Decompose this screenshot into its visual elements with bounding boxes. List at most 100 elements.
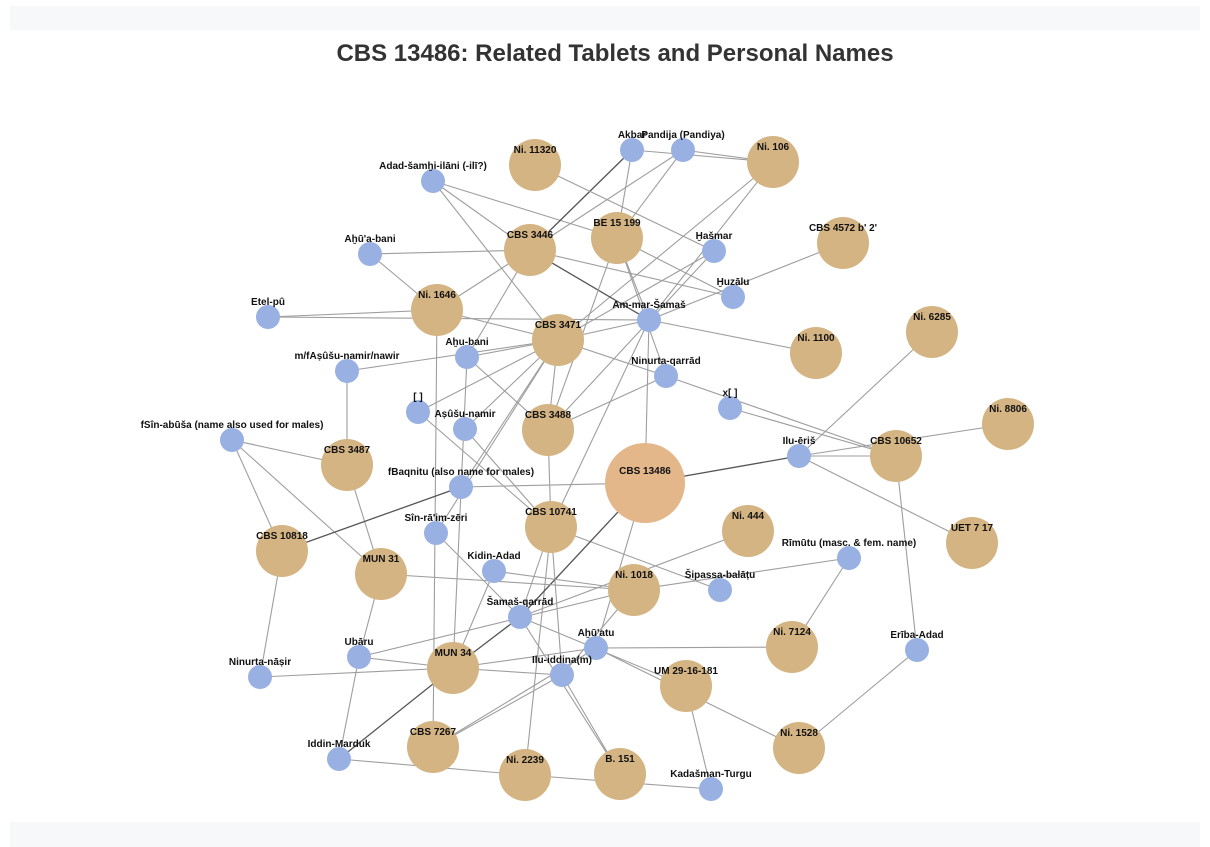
tablet-node-ni-8806[interactable] bbox=[982, 398, 1034, 450]
person-node-ilu-eris[interactable] bbox=[787, 444, 811, 468]
person-node-kadasman-turgu[interactable] bbox=[699, 777, 723, 801]
tablet-node-cbs-4572-b-2[interactable] bbox=[817, 217, 869, 269]
node-label-um-29-16-181: UM 29-16-181 bbox=[654, 666, 718, 677]
node-label-ilu-iddina-m: Ilu-iddina(m) bbox=[532, 655, 592, 666]
node-label-huzalu: Ḫuzālu bbox=[717, 277, 750, 288]
tablet-node-cbs-3471[interactable] bbox=[532, 314, 584, 366]
person-node-etel-pu[interactable] bbox=[256, 305, 280, 329]
node-label-rimutu-masc-fem-name: Rīmūtu (masc. & fem. name) bbox=[782, 538, 916, 549]
person-node-iddin-marduk[interactable] bbox=[327, 747, 351, 771]
tablet-node-cbs-3487[interactable] bbox=[321, 439, 373, 491]
bottom-bar bbox=[10, 822, 1200, 847]
edge-cbs-4572-b-2-to-am-mar-samas bbox=[648, 242, 844, 321]
person-node-ninurta-nasir[interactable] bbox=[248, 665, 272, 689]
person-node-x[interactable] bbox=[718, 396, 742, 420]
tablet-node-cbs-10818[interactable] bbox=[256, 525, 308, 577]
node-label-cbs-4572-b-2: CBS 4572 b' 2' bbox=[809, 223, 877, 234]
edge-cbs-3471-to- bbox=[417, 339, 559, 413]
person-node-huzalu[interactable] bbox=[721, 285, 745, 309]
person-node-m-fasusu-namir-nawir[interactable] bbox=[335, 359, 359, 383]
tablet-node-cbs-10652[interactable] bbox=[870, 430, 922, 482]
person-node-sin-ra-im-zeri[interactable] bbox=[424, 521, 448, 545]
node-label-samas-qarrad: Šamaš-qarrād bbox=[487, 595, 554, 608]
node-label-fsin-abusa-name-also-used-for-males: fSîn-abūša (name also used for males) bbox=[141, 420, 324, 431]
edge-fbaqnitu-also-name-for-males-to-cbs-10818 bbox=[281, 486, 462, 552]
node-label-ubaru: Ubāru bbox=[345, 637, 374, 648]
person-node-ilu-iddina-m[interactable] bbox=[550, 663, 574, 687]
node-label-hasmar: Ḫašmar bbox=[696, 231, 733, 242]
tablet-node-cbs-3446[interactable] bbox=[504, 224, 556, 276]
edge-ni-1018-to-ubaru bbox=[358, 589, 635, 658]
person-node-adad-samhi-ilani-ili[interactable] bbox=[421, 169, 445, 193]
person-node-ninurta-qarrad[interactable] bbox=[654, 364, 678, 388]
tablet-node-ni-11320[interactable] bbox=[509, 139, 561, 191]
person-node-ahu-atu[interactable] bbox=[584, 636, 608, 660]
tablet-node-ni-444[interactable] bbox=[722, 505, 774, 557]
person-node-sipassa-balatu[interactable] bbox=[708, 578, 732, 602]
person-node-ahu-a-bani[interactable] bbox=[358, 242, 382, 266]
person-node-samas-qarrad[interactable] bbox=[508, 605, 532, 629]
node-label-ninurta-qarrad: Ninurta-qarrād bbox=[631, 356, 700, 367]
tablet-node-cbs-10741[interactable] bbox=[525, 501, 577, 553]
tablet-node-b-151[interactable] bbox=[594, 748, 646, 800]
node-label-m-fasusu-namir-nawir: m/fAṣûšu-namir/nawir bbox=[294, 351, 399, 362]
person-node-asusu-namir[interactable] bbox=[453, 417, 477, 441]
node-label-eriba-adad: Erība-Adad bbox=[890, 630, 943, 641]
node-label-kidin-adad: Kidin-Adad bbox=[467, 551, 520, 562]
person-node-am-mar-samas[interactable] bbox=[637, 308, 661, 332]
person-node-akbar[interactable] bbox=[620, 138, 644, 162]
node-label-sipassa-balatu: Šipassa-balāṭu bbox=[685, 568, 756, 581]
node-label-asusu-namir: Aṣûšu-namir bbox=[434, 409, 495, 420]
tablet-node-cbs-7267[interactable] bbox=[407, 721, 459, 773]
node-label-ni-106: Ni. 106 bbox=[757, 142, 790, 153]
tablet-node-mun-31[interactable] bbox=[355, 548, 407, 600]
tablet-node-ni-1646[interactable] bbox=[411, 284, 463, 336]
tablet-node-ni-7124[interactable] bbox=[766, 621, 818, 673]
node-label-ni-444: Ni. 444 bbox=[732, 511, 765, 522]
center-tablet-node-cbs-13486[interactable] bbox=[605, 443, 685, 523]
node-label-cbs-7267: CBS 7267 bbox=[410, 727, 457, 738]
edge-ahu-atu-to-ni-7124 bbox=[595, 646, 793, 649]
tablet-node-uet-7-17[interactable] bbox=[946, 517, 998, 569]
person-node-ubaru[interactable] bbox=[347, 645, 371, 669]
node-layer bbox=[220, 136, 1034, 801]
edge-ubaru-to-iddin-marduk bbox=[338, 656, 360, 760]
edge-cbs-10741-to-sipassa-balatu bbox=[550, 526, 721, 591]
page-title: CBS 13486: Related Tablets and Personal … bbox=[336, 40, 894, 67]
tablet-node-ni-2239[interactable] bbox=[499, 749, 551, 801]
edge-rimutu-masc-fem-name-to-ni-1018 bbox=[633, 557, 850, 591]
tablet-node-ni-106[interactable] bbox=[747, 136, 799, 188]
tablet-node-ni-1018[interactable] bbox=[608, 564, 660, 616]
node-label-akbar: Akbar bbox=[618, 130, 646, 141]
node-label-ni-8806: Ni. 8806 bbox=[989, 404, 1027, 415]
tablet-node-ni-1100[interactable] bbox=[790, 327, 842, 379]
tablet-node-cbs-3488[interactable] bbox=[522, 404, 574, 456]
node-label-ahu-atu: Aḫū'atu bbox=[578, 628, 615, 639]
person-node-kidin-adad[interactable] bbox=[482, 559, 506, 583]
tablet-node-mun-34[interactable] bbox=[427, 642, 479, 694]
edge-ni-106-to-cbs-3471 bbox=[557, 161, 774, 341]
person-node-fsin-abusa-name-also-used-for-males[interactable] bbox=[220, 428, 244, 452]
node-label-cbs-3446: CBS 3446 bbox=[507, 230, 554, 241]
node-label-cbs-3488: CBS 3488 bbox=[525, 410, 572, 421]
tablet-node-ni-6285[interactable] bbox=[906, 306, 958, 358]
person-node-rimutu-masc-fem-name[interactable] bbox=[837, 546, 861, 570]
person-node-[interactable] bbox=[406, 400, 430, 424]
person-node-fbaqnitu-also-name-for-males[interactable] bbox=[449, 475, 473, 499]
node-label-cbs-10652: CBS 10652 bbox=[870, 436, 922, 447]
person-node-ahu-bani[interactable] bbox=[455, 345, 479, 369]
edge-ilu-eris-to-uet-7-17 bbox=[798, 455, 973, 544]
node-label-ni-1100: Ni. 1100 bbox=[797, 333, 835, 344]
edge-hasmar-to-cbs-3488 bbox=[547, 250, 715, 431]
tablet-node-ni-1528[interactable] bbox=[773, 722, 825, 774]
person-node-eriba-adad[interactable] bbox=[905, 638, 929, 662]
node-label-be-15-199: BE 15 199 bbox=[593, 218, 641, 229]
tablet-node-um-29-16-181[interactable] bbox=[660, 660, 712, 712]
edge-cbs-10741-to-ni-2239 bbox=[524, 526, 552, 776]
person-node-hasmar[interactable] bbox=[702, 239, 726, 263]
edge-ahu-atu-to-cbs-7267 bbox=[432, 647, 597, 748]
person-node-pandija-pandiya[interactable] bbox=[671, 138, 695, 162]
tablet-node-be-15-199[interactable] bbox=[591, 212, 643, 264]
